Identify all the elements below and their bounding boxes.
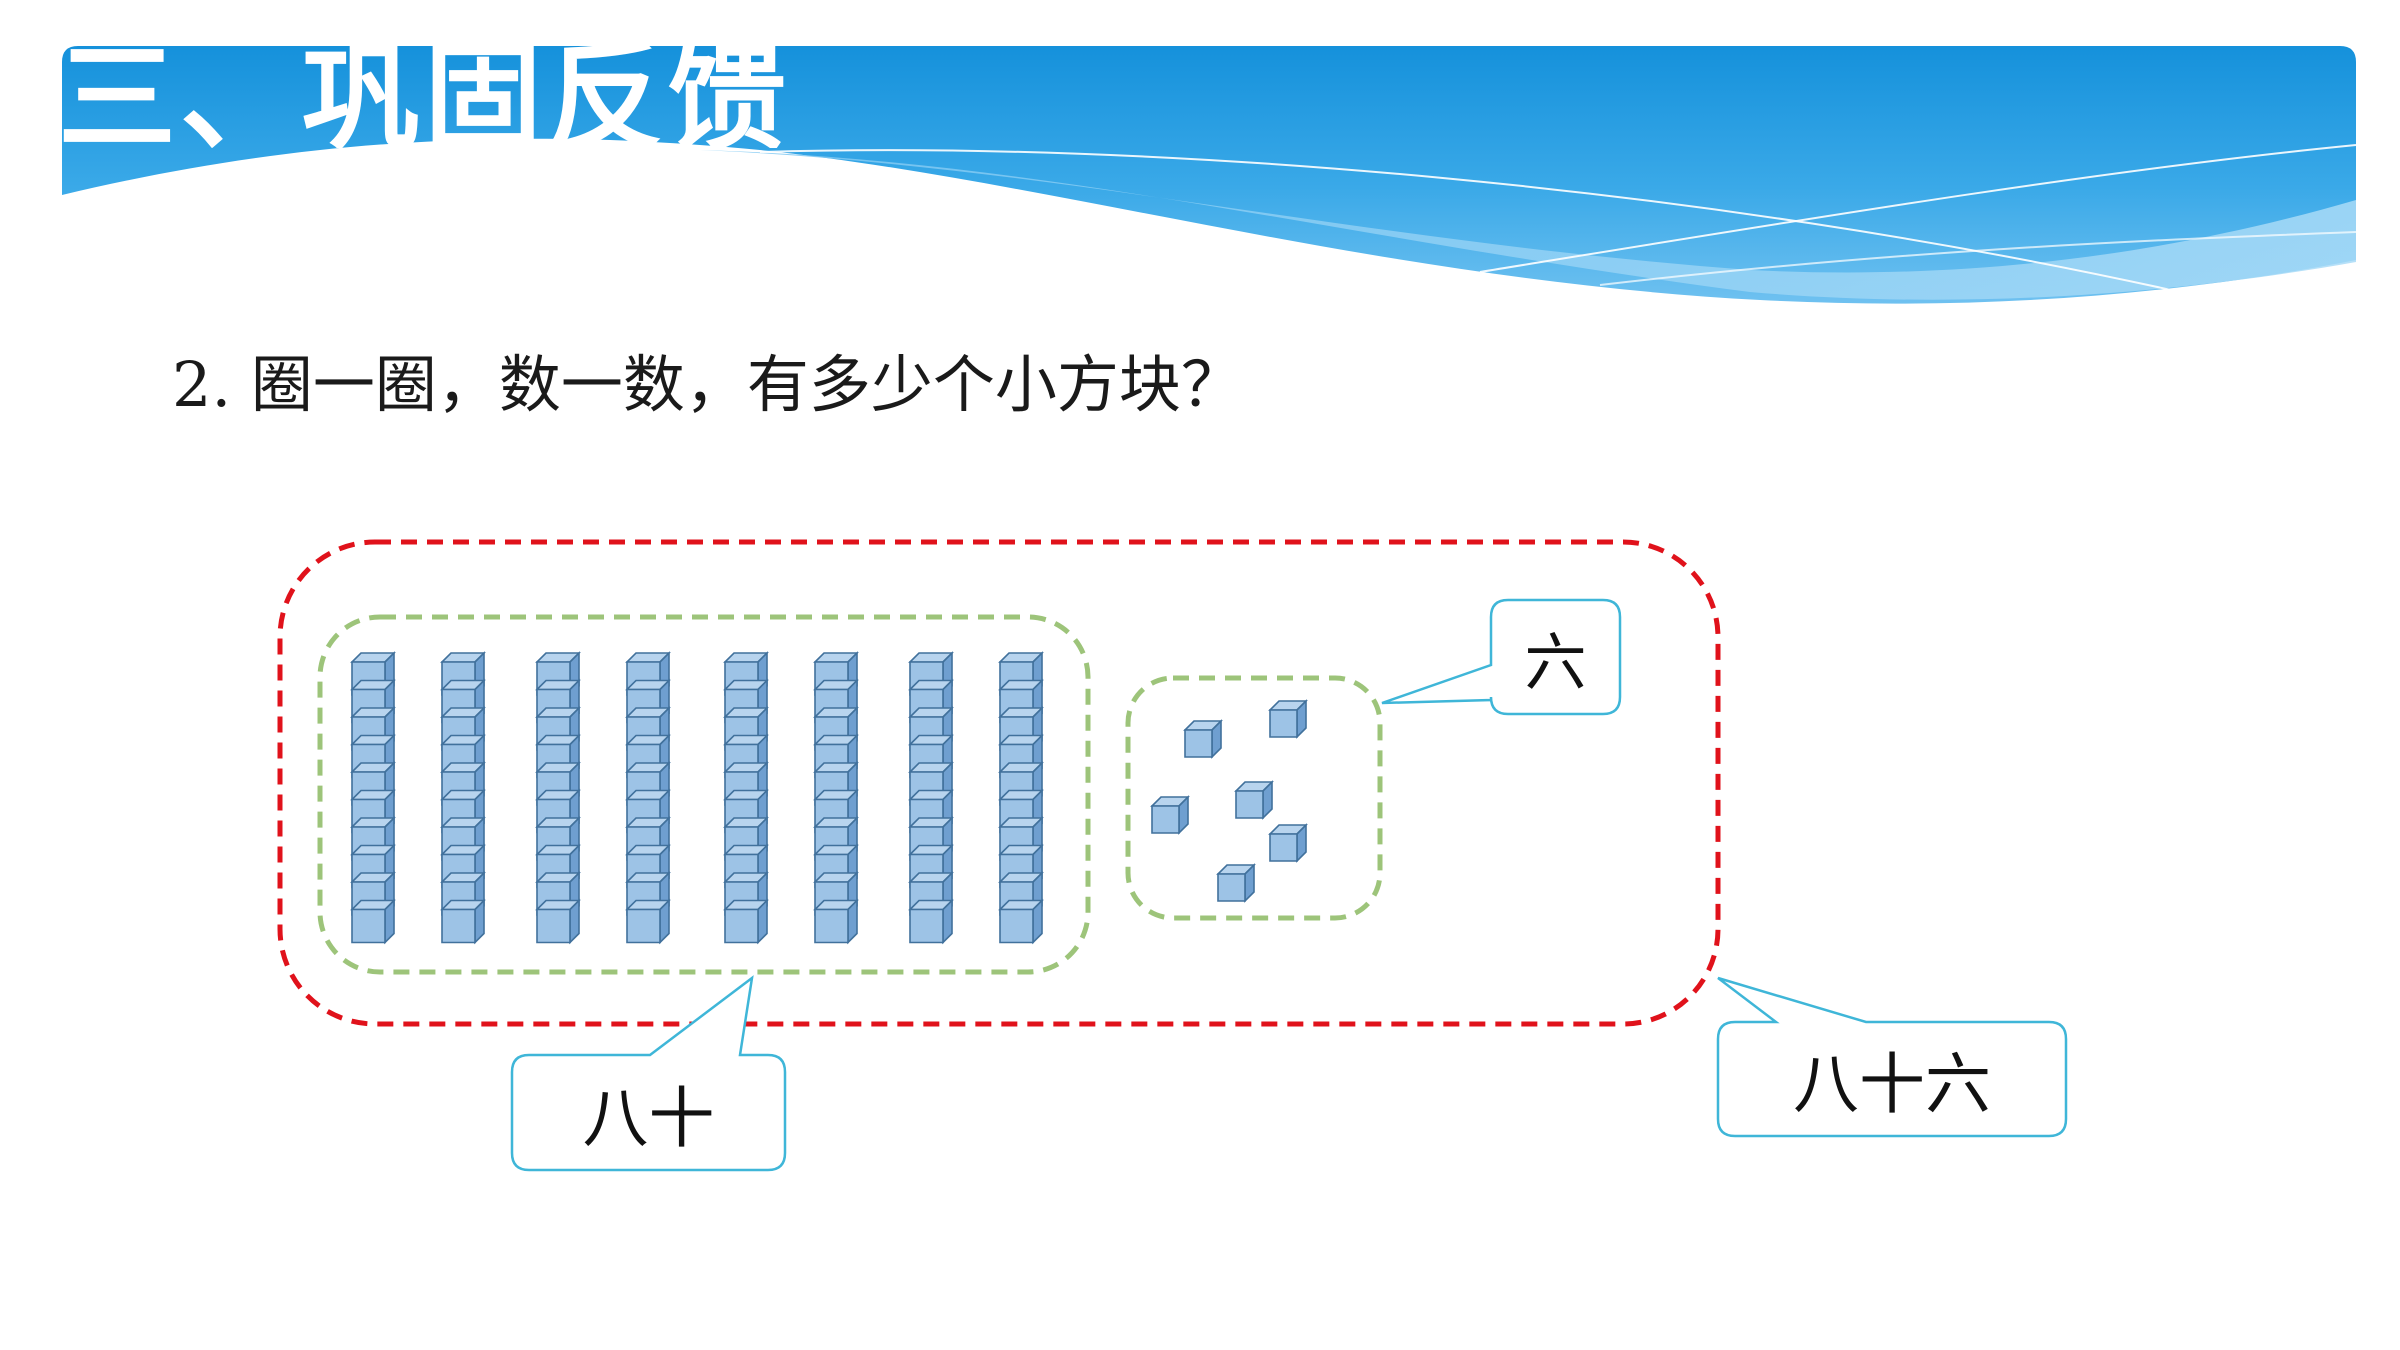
label-tens: 八十	[582, 1079, 715, 1157]
tens-group-circle	[317, 614, 1091, 975]
single-cube	[1216, 863, 1256, 903]
callout-ones-box	[1381, 598, 1622, 716]
single-cube	[1268, 699, 1308, 739]
unit-cube	[998, 898, 1044, 945]
unit-cube	[625, 898, 671, 945]
header-banner	[62, 46, 2357, 304]
ones-group-circle	[1125, 675, 1383, 921]
page-title: 三、巩固反馈	[58, 29, 791, 148]
single-cubes	[1150, 699, 1308, 903]
tens-rod	[813, 651, 859, 945]
tens-rod	[908, 651, 954, 945]
tens-rod	[998, 651, 1044, 945]
unit-cube	[723, 898, 769, 945]
tens-rods	[350, 651, 1044, 945]
single-cube	[1268, 823, 1308, 863]
tens-rod	[625, 651, 671, 945]
single-cube	[1234, 780, 1274, 820]
label-total: 八十六	[1793, 1046, 1991, 1123]
unit-cube	[440, 898, 486, 945]
outer-circle-all	[277, 539, 1721, 1027]
single-cube	[1150, 795, 1190, 835]
callout-total-box-shape	[1716, 976, 2068, 1138]
unit-cube	[535, 898, 581, 945]
unit-cube	[998, 651, 1044, 697]
tens-rod	[350, 651, 396, 945]
label-ones: 六	[1524, 626, 1587, 699]
tens-rod	[723, 651, 769, 945]
callout-tens-box	[510, 975, 787, 1172]
single-cube	[1183, 719, 1223, 759]
unit-cube	[350, 898, 396, 945]
tens-rod	[440, 651, 486, 945]
tens-rod	[535, 651, 581, 945]
unit-cube	[908, 898, 954, 945]
question-text: 2. 圈一圈，数一数，有多少个小方块？	[172, 348, 1243, 421]
unit-cube	[813, 898, 859, 945]
